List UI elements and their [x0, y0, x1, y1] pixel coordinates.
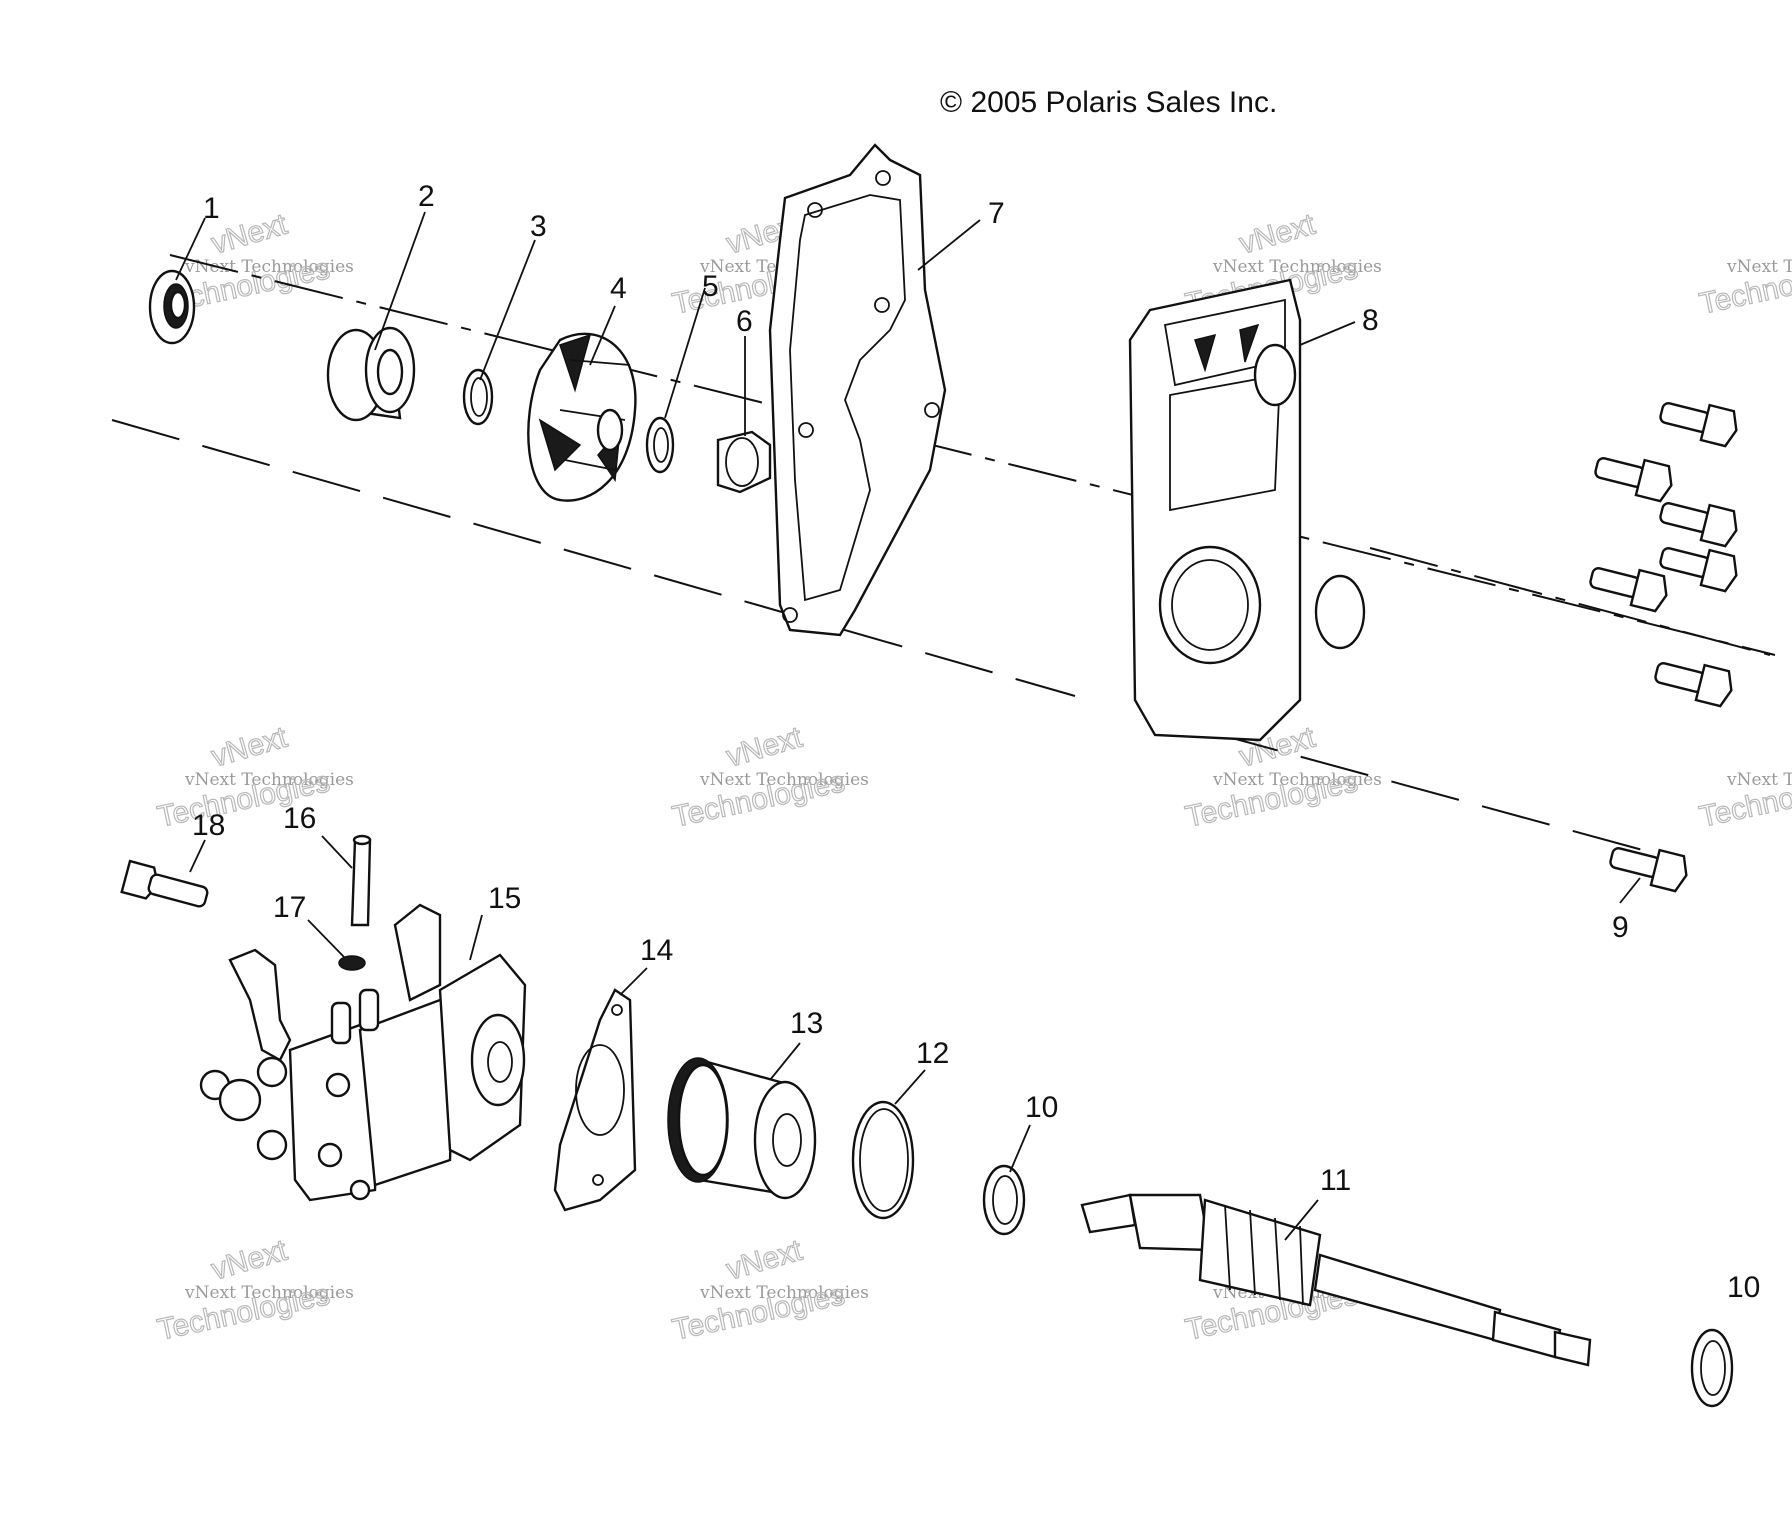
- bolt-axis-line: [1369, 547, 1771, 656]
- callout-11: 11: [1320, 1164, 1351, 1197]
- callout-14: 14: [640, 934, 673, 967]
- watermark-text: vNext Technologies: [1212, 770, 1382, 790]
- part-8-pump-cover: [1128, 278, 1366, 742]
- callout-10: 10: [1025, 1091, 1058, 1124]
- watermark-text: vNext: [208, 721, 291, 774]
- bolt: [1659, 402, 1738, 448]
- callout-17: 17: [273, 891, 306, 924]
- callout-18: 18: [192, 809, 225, 842]
- callout-2: 2: [418, 180, 435, 213]
- watermark-text: vNext: [1236, 208, 1319, 261]
- part-2-bearing: [326, 326, 416, 422]
- part-14-gasket: [553, 988, 637, 1212]
- callout-13: 13: [790, 1007, 823, 1040]
- part-11-shaft: [1080, 1193, 1592, 1367]
- part-4-impeller: [527, 332, 637, 502]
- bolt: [1589, 567, 1668, 613]
- lower-axis-line: [111, 419, 1651, 853]
- watermark-text: vNext: [723, 1234, 806, 1287]
- watermark-text: vNext Technologies: [184, 257, 354, 277]
- callout-3: 3: [530, 210, 547, 243]
- watermark-text: vNext Technologies: [1726, 770, 1792, 790]
- watermark-text: vNext Technologies: [1212, 257, 1382, 277]
- part-9-bolts: [1589, 402, 1738, 893]
- part-7-gasket: [768, 143, 947, 637]
- watermark-tile: vNext Technologies Technologies: [1696, 252, 1792, 322]
- callout-10-right: 10: [1727, 1271, 1760, 1304]
- callout-15: 15: [488, 882, 521, 915]
- bolt: [1659, 502, 1738, 548]
- part-13-bushing: [667, 1057, 817, 1200]
- part-3-washer: [462, 368, 494, 426]
- callout-8: 8: [1362, 304, 1379, 337]
- bolt: [1659, 547, 1738, 593]
- callout-9: 9: [1612, 911, 1629, 944]
- callout-labels: 1 2 3 4 5 6 7 8 9 10 10 11 12 13 14 15 1…: [192, 180, 1760, 1304]
- watermark-text: vNext Technologies: [1726, 257, 1792, 277]
- part-10-washer: [982, 1164, 1026, 1236]
- bolt: [1654, 662, 1733, 708]
- part-18-bolt: [120, 859, 209, 908]
- watermark-tile: vNext Technologies vNext Technologies: [154, 720, 354, 834]
- leader-lines: [175, 211, 1641, 1241]
- callout-1: 1: [203, 192, 220, 225]
- copyright-notice: © 2005 Polaris Sales Inc.: [940, 86, 1278, 119]
- part-12-o-ring: [851, 1100, 915, 1220]
- watermark-tile: vNext Technologies vNext Technologies: [154, 1233, 354, 1347]
- callout-4: 4: [610, 272, 627, 305]
- part-16-pin: [350, 834, 372, 927]
- upper-axis-line: [169, 254, 1776, 656]
- watermark-text: vNext Technologies: [184, 1283, 354, 1303]
- watermark-text: vNext Technologies: [699, 770, 869, 790]
- callout-6: 6: [736, 305, 753, 338]
- part-15-oil-pump: [199, 903, 527, 1202]
- assembly-axis-lines: [111, 254, 1776, 853]
- part-5-washer: [645, 416, 675, 474]
- part-17-clip: [338, 955, 366, 971]
- watermark-text: vNext Technologies: [699, 1283, 869, 1303]
- watermark-text: vNext: [723, 721, 806, 774]
- callout-16: 16: [283, 802, 316, 835]
- bolt: [1594, 457, 1673, 503]
- watermark-text: vNext: [208, 208, 291, 261]
- part-6-nut: [716, 430, 772, 494]
- bolt: [1609, 847, 1688, 893]
- watermark-text: vNext Technologies: [184, 770, 354, 790]
- part-10-washer-right: [1690, 1328, 1734, 1408]
- callout-7: 7: [988, 197, 1005, 230]
- callout-12: 12: [916, 1037, 949, 1070]
- watermark-tile: vNext Technologies Technologies: [1696, 765, 1792, 835]
- watermark-tile: vNext Technologies vNext Technologies: [669, 720, 869, 834]
- callout-5: 5: [702, 270, 719, 303]
- watermark-tile: vNext Technologies vNext Technologies: [669, 1233, 869, 1347]
- part-1-seal: [148, 269, 196, 345]
- watermark-text: vNext: [208, 1234, 291, 1287]
